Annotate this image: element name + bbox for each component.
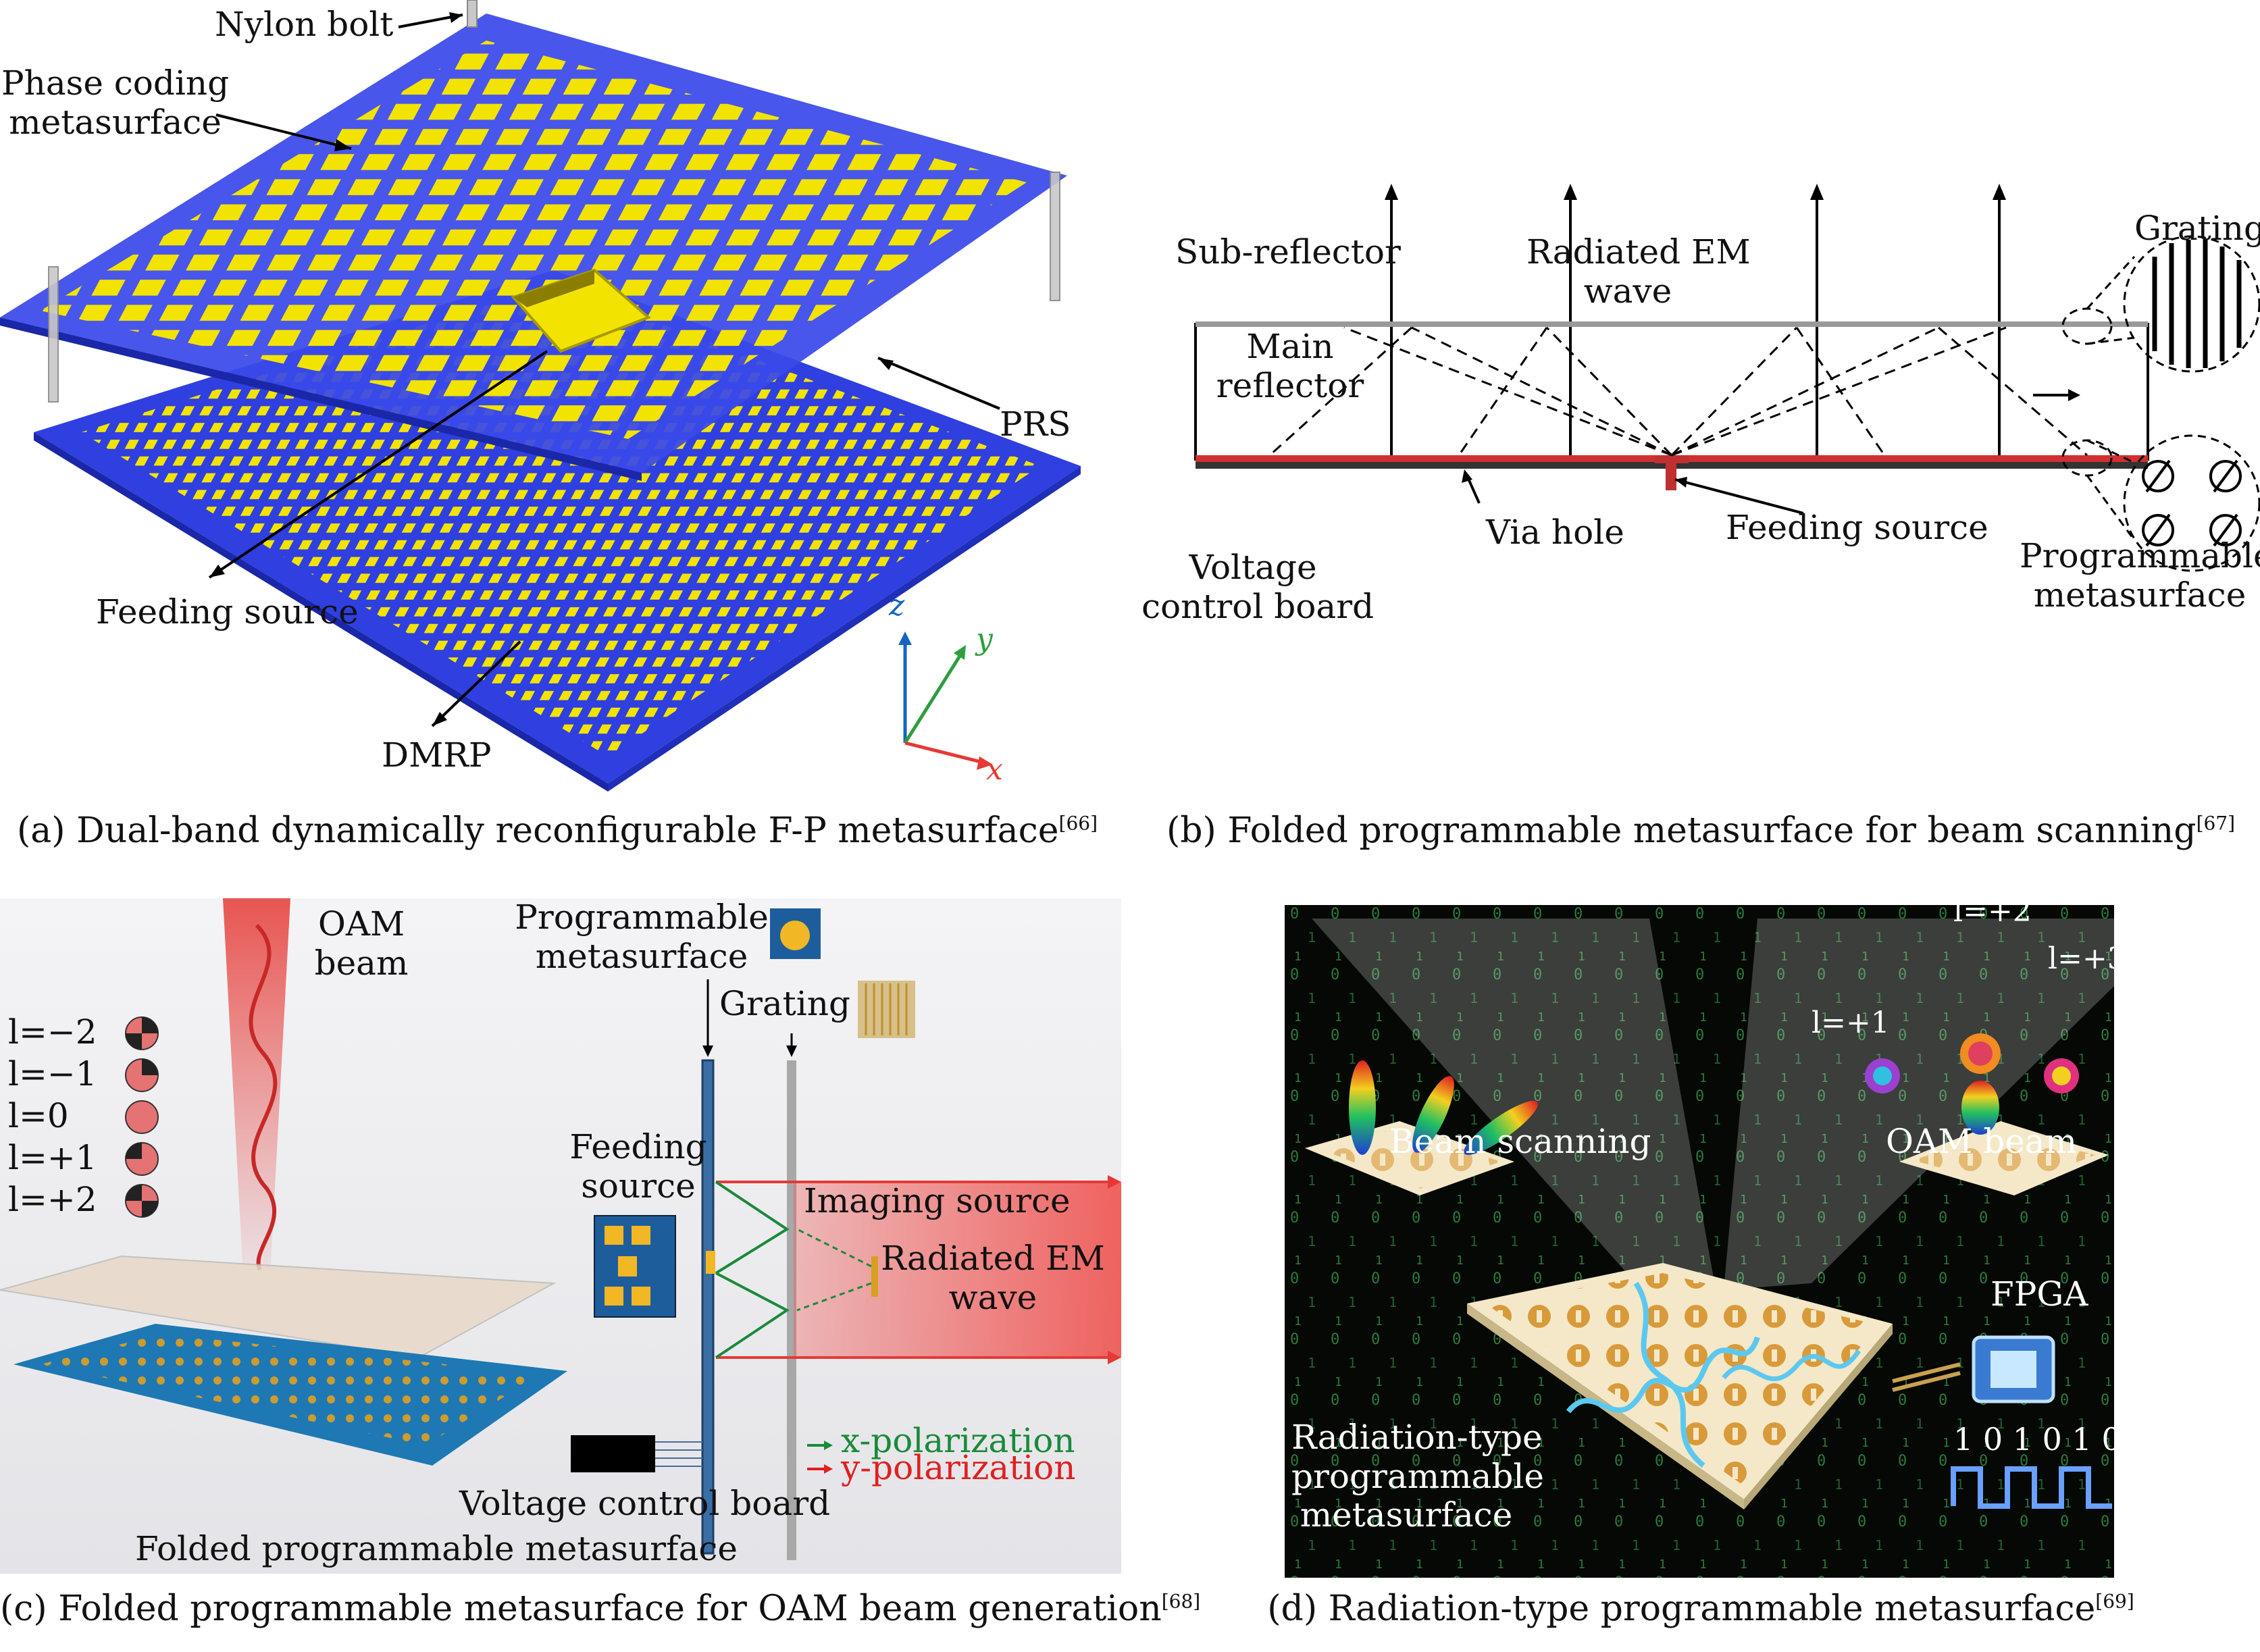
caption-d-text: (d) Radiation-type programmable metasurf… — [1267, 1589, 2096, 1629]
main-reflector-line1: Main — [1246, 327, 1334, 366]
radiation-type-line2: programmable — [1291, 1456, 1544, 1496]
axis-z-label: z — [889, 588, 905, 623]
oam-mode-label-1: l=−2 — [8, 1012, 97, 1052]
caption-c-ref: [68] — [1161, 1590, 1201, 1613]
oam-mode-l3-label: l=+3 — [2048, 941, 2126, 976]
radiated-em-c-label: Radiated EM wave — [878, 1239, 1108, 1317]
fpga-label: FPGA — [1991, 1274, 2088, 1314]
programmable-metasurface-c-label: Programmable metasurface — [513, 898, 770, 976]
caption-a: (a) Dual-band dynamically reconfigurable… — [0, 810, 1114, 851]
caption-d: (d) Radiation-type programmable metasurf… — [1141, 1589, 2260, 1629]
caption-a-ref: [66] — [1058, 812, 1098, 835]
voltage-control-board-label: Voltage control board — [459, 1484, 831, 1523]
imaging-source-label: Imaging source — [804, 1181, 1071, 1220]
oam-beam-label: OAM beam — [304, 904, 419, 983]
beam-scanning-label: Beam scanning — [1389, 1122, 1651, 1161]
main-reflector-line2: reflector — [1216, 365, 1364, 405]
caption-d-ref: [69] — [2095, 1590, 2134, 1613]
caption-c-text: (c) Folded programmable metasurface for … — [0, 1589, 1162, 1629]
folded-metasurface-diagram — [1194, 184, 2260, 572]
voltage-board-line1: Voltage — [1189, 548, 1317, 587]
radiated-em-line2: wave — [1583, 271, 1672, 311]
feeding-c-line1: Feeding — [569, 1127, 707, 1166]
oam-beam-line1: OAM — [317, 904, 405, 944]
via-hole-label: Via hole — [1486, 513, 1624, 552]
panel-d: 0 1 1 — [1285, 894, 2126, 1578]
grating-label: Grating — [2134, 209, 2260, 248]
bit-sequence-label: 1 0 1 0 1 0 — [1953, 1421, 2122, 1457]
x-polarization-label: x-polarization — [841, 1421, 1075, 1460]
radiated-c-line1: Radiated EM — [881, 1239, 1105, 1278]
radiated-em-line1: Radiated EM — [1526, 232, 1751, 272]
oam-beam-line2: beam — [314, 943, 409, 983]
programmable-b-line2: metasurface — [2033, 575, 2246, 615]
voltage-board-label: Voltage control board — [1141, 548, 1375, 626]
oam-mode-label-5: l=+2 — [8, 1180, 97, 1219]
voltage-board-line2: control board — [1141, 586, 1375, 626]
radiated-c-line2: wave — [948, 1277, 1037, 1317]
panel-b: Sub-reflector Radiated EM wave Grating M… — [1141, 135, 2260, 675]
oam-mode-l2-label: l=+2 — [1953, 894, 2032, 929]
phase-coding-line1: Phase coding — [1, 63, 230, 103]
radiation-type-label: Radiation-type programmable metasurface — [1291, 1418, 1544, 1535]
feeding-source-label: Feeding source — [96, 592, 359, 631]
prs-label: PRS — [1000, 405, 1071, 444]
caption-c: (c) Folded programmable metasurface for … — [0, 1589, 1200, 1629]
oam-beam-d-label: OAM beam — [1886, 1122, 2078, 1161]
programmable-metasurface-b-label: Programmable metasurface — [2020, 536, 2260, 615]
oam-mode-label-4: l=+1 — [8, 1138, 97, 1177]
axis-y-label: y — [976, 622, 993, 656]
panel-c: OAM beam l=−2 l=−1 l=0 l=+1 l=+2 Program… — [0, 898, 1121, 1574]
radiation-type-line3: metasurface — [1300, 1495, 1513, 1534]
nylon-bolt-label: Nylon bolt — [215, 5, 394, 44]
grating-c-label: Grating — [719, 984, 850, 1023]
programmable-c-line1: Programmable — [515, 898, 769, 937]
caption-b-text: (b) Folded programmable metasurface for … — [1166, 810, 2197, 851]
radiation-type-metasurface-illustration: 0 1 1 — [1285, 905, 2114, 1578]
caption-a-text: (a) Dual-band dynamically reconfigurable… — [16, 810, 1059, 851]
radiation-type-line1: Radiation-type — [1291, 1418, 1543, 1457]
caption-b-ref: [67] — [2196, 812, 2236, 835]
y-polarization-label: y-polarization — [841, 1448, 1076, 1487]
feeding-c-line2: source — [581, 1166, 696, 1206]
phase-coding-line2: metasurface — [9, 102, 222, 142]
oam-mode-label-3: l=0 — [8, 1096, 69, 1135]
caption-b: (b) Folded programmable metasurface for … — [1141, 810, 2260, 851]
feeding-source-b-label: Feeding source — [1726, 508, 1988, 547]
axis-x-label: x — [986, 752, 1003, 787]
oam-mode-label-2: l=−1 — [8, 1054, 97, 1093]
phase-coding-label: Phase coding metasurface — [1, 63, 230, 142]
dmrp-label: DMRP — [382, 735, 492, 775]
programmable-c-line2: metasurface — [535, 936, 748, 976]
radiated-em-label: Radiated EM wave — [1526, 232, 1751, 311]
feeding-source-c-label: Feeding source — [561, 1127, 716, 1206]
panel-a: Nylon bolt Phase coding metasurface PRS … — [0, 0, 1114, 797]
oam-folded-metasurface-illustration — [0, 898, 1121, 1560]
folded-metasurface-label: Folded programmable metasurface — [135, 1529, 738, 1568]
dual-band-fp-metasurface-illustration — [0, 0, 1081, 792]
programmable-b-line1: Programmable — [2020, 536, 2260, 575]
sub-reflector-label: Sub-reflector — [1175, 232, 1401, 272]
oam-mode-l1-label: l=+1 — [1812, 1006, 1890, 1040]
main-reflector-label: Main reflector — [1206, 327, 1375, 405]
